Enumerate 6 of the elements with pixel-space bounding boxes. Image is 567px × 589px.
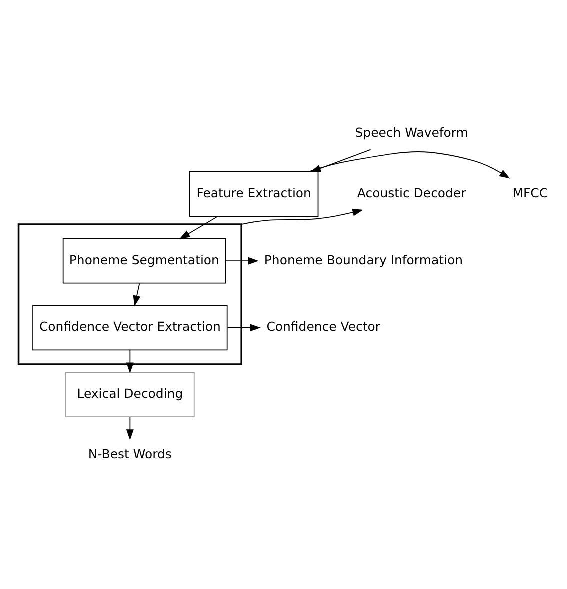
node-text: N-Best Words bbox=[88, 446, 172, 462]
node-text: Confidence Vector bbox=[266, 319, 381, 334]
node-text: Acoustic Decoder bbox=[357, 186, 466, 201]
node-text: Speech Waveform bbox=[355, 124, 468, 140]
node-text: MFCC bbox=[512, 186, 548, 201]
node-text: Phoneme Boundary Information bbox=[264, 252, 464, 268]
